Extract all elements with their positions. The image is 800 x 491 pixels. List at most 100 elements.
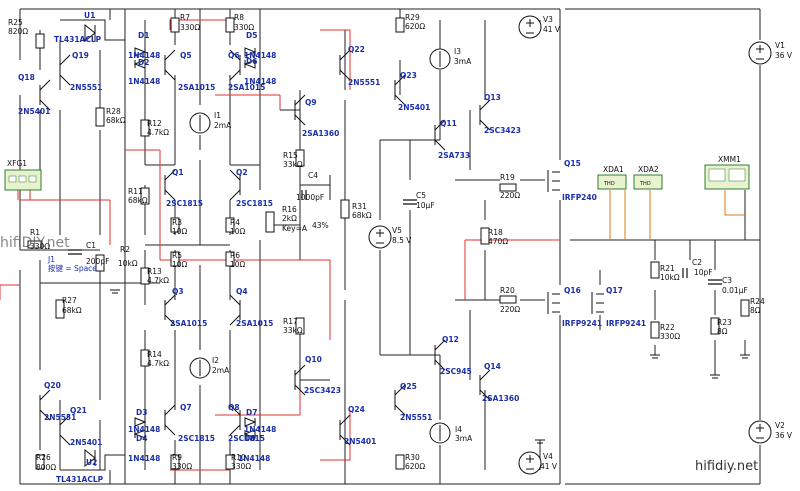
label-u1: U1 [84,11,95,20]
resistor-r13 [140,267,150,285]
label-q10: Q10 [305,355,322,364]
ground-symbol [535,439,545,444]
label-r16-value: 2kΩ [282,214,297,223]
transistor-q5 [164,49,176,81]
transistor-q10 [294,364,306,396]
resistor-r11 [140,187,150,205]
label-i4-value: 3mA [455,434,473,443]
diode-d3 [134,417,147,427]
label-r3-value: 10Ω [172,227,188,236]
label-r9-value: 330Ω [172,462,192,471]
resistor-r23 [710,317,720,335]
label-i2: I2 [212,356,219,365]
transistor-q1 [164,169,176,201]
label-r12-value: 4.7kΩ [147,128,169,137]
label-r10-value: 330Ω [231,462,251,471]
label-q7-type: 2SC1815 [178,434,215,443]
label-q1: Q1 [172,168,184,177]
label-q11-type: 2SA733 [438,151,470,160]
transistor-q6 [229,49,241,81]
label-i3: I3 [454,47,461,56]
potentiometer-r16 [265,211,275,233]
label-q12: Q12 [442,335,459,344]
capacitor-c3 [708,279,722,285]
label-q6: Q6 [228,51,240,60]
label-r23: R23 [717,318,732,327]
component-labels: R25 820Ω U1 TL431ACLP Q18 Q19 2N5551 2N5… [7,11,793,484]
label-r30: R30 [405,453,420,462]
label-q20: Q20 [44,381,61,390]
label-r28-value: 68kΩ [106,116,126,125]
label-d4: D4 [136,434,147,443]
label-q23-type: 2N5401 [398,103,430,112]
label-r16-key: Key=A [282,224,308,233]
label-q11: Q11 [440,119,457,128]
label-q25: Q25 [400,382,417,391]
transistor-q4 [229,294,241,326]
label-v4-value: 41 V [540,462,558,471]
label-r3: R3 [172,218,182,227]
transistor-q22 [339,49,351,81]
diode-d6 [243,59,256,69]
label-q24-type: 2N5401 [344,437,376,446]
label-q1-type: 2SC1815 [166,199,203,208]
transistor-q7 [164,404,176,436]
transistor-q21 [59,414,71,446]
label-d8-type: 1N4148 [238,454,270,463]
label-r14: R14 [147,350,162,359]
capacitor-c4 [301,190,307,200]
label-q17: Q17 [606,286,623,295]
label-r1: R1 [30,228,40,237]
transistor-q25 [394,384,406,416]
label-q4-type: 2SA1015 [236,319,273,328]
resistor-r2 [95,254,105,272]
label-r7-value: 330Ω [180,23,200,32]
transistor-q8 [229,404,241,436]
label-q8-type: 2SC1815 [228,434,265,443]
label-r13: R13 [147,267,162,276]
transistor-q24 [339,414,351,446]
label-u2: U2 [86,458,97,467]
label-q10-type: 2SC3423 [304,386,341,395]
label-d2: D2 [138,58,149,67]
label-v2: V2 [775,421,785,430]
label-r20-value: 220Ω [500,305,520,314]
label-d5: D5 [246,31,257,40]
distortion-analyzer-xda1[interactable] [597,174,627,190]
label-d7: D7 [246,408,257,417]
label-r7: R7 [180,13,190,22]
resistor-r1 [27,240,43,249]
label-q18-type: 2N5401 [18,107,50,116]
label-r5: R5 [172,251,182,260]
label-d4-type: 1N4148 [128,454,160,463]
label-q16-type: IRFP9241 [562,319,602,328]
resistor-r26 [35,454,45,470]
ground-symbol [110,289,120,294]
capacitors [68,190,722,285]
label-i1: I1 [214,111,221,120]
label-xda1-thd: THD [603,181,615,187]
sources [189,15,772,475]
resistor-r25 [35,33,45,49]
label-i3-value: 3mA [454,57,472,66]
label-r20: R20 [500,286,515,295]
label-d8: D8 [244,434,255,443]
label-r30-value: 620Ω [405,462,425,471]
label-r19-value: 220Ω [500,191,520,200]
label-xmm1: XMM1 [718,155,741,164]
distortion-analyzer-xda2[interactable] [633,174,663,190]
label-r27-value: 68kΩ [62,306,82,315]
label-r17-value: 33kΩ [283,326,303,335]
label-r25: R25 [8,18,23,27]
resistor-r14 [140,349,150,367]
label-r21-value: 10kΩ [660,273,680,282]
label-r21: R21 [660,264,675,273]
label-q25-type: 2N5551 [400,413,432,422]
resistor-r10 [225,454,235,470]
regulator-u2 [84,448,96,468]
diodes [133,47,257,439]
label-xda2: XDA2 [638,165,659,174]
label-xda1: XDA1 [603,165,624,174]
mosfet-q16 [547,292,560,314]
label-c2-value: 10pF [694,268,713,277]
